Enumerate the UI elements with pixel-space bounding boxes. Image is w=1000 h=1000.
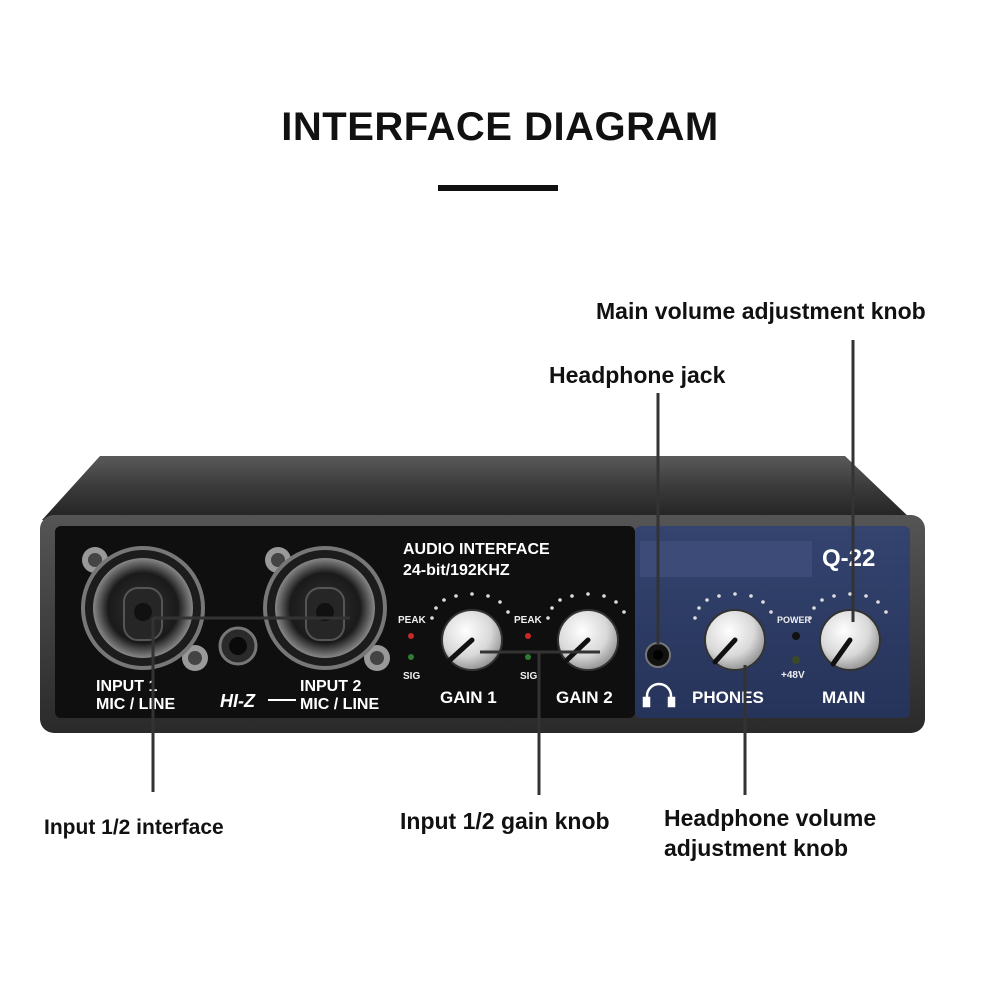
hi-z-jack (218, 626, 258, 666)
sig-led-1 (408, 654, 414, 660)
input-2-combo-jack (263, 546, 390, 671)
power-led (792, 632, 800, 640)
headphone-volume-callout-line2: adjustment knob (664, 835, 849, 861)
peak-led-1 (408, 633, 414, 639)
title-underline (438, 185, 558, 191)
input-1-label: INPUT 1 (96, 678, 157, 695)
sig-led-2 (525, 654, 531, 660)
headphones-icon (642, 682, 676, 708)
main-volume-callout: Main volume adjustment knob (596, 298, 926, 324)
phantom-label: +48V (781, 670, 805, 681)
sig-label-2: SIG (520, 671, 537, 682)
diagram-title: INTERFACE DIAGRAM (281, 105, 719, 149)
gain-knob-callout: Input 1/2 gain knob (400, 808, 610, 834)
sig-label-1: SIG (403, 671, 420, 682)
main-label: MAIN (822, 688, 865, 707)
spec-label: 24-bit/192KHZ (403, 562, 510, 579)
brand-logo-area (640, 541, 812, 577)
input-1-type-label: MIC / LINE (96, 696, 175, 713)
peak-led-2 (525, 633, 531, 639)
power-label: POWER (777, 615, 812, 625)
phantom-led (792, 656, 800, 664)
input-2-type-label: MIC / LINE (300, 696, 379, 713)
input-interface-callout-line (151, 616, 350, 792)
headphone-volume-callout-line1: Headphone volume (664, 805, 877, 831)
phones-label: PHONES (692, 688, 764, 707)
hi-z-label: HI-Z (220, 691, 256, 711)
peak-label-2: PEAK (514, 615, 543, 626)
input-2-label: INPUT 2 (300, 678, 361, 695)
device-top-lid (42, 456, 912, 520)
model-label: Q-22 (822, 545, 875, 572)
main-knob (819, 609, 881, 671)
input-1-combo-jack (81, 546, 208, 671)
gain-1-label: GAIN 1 (440, 688, 497, 707)
callout-lines (151, 340, 855, 795)
gain-2-label: GAIN 2 (556, 688, 613, 707)
knob-tick-marks (430, 592, 888, 620)
gain-knob-callout-line (480, 650, 600, 795)
headphone-jack-callout: Headphone jack (549, 362, 726, 388)
phones-knob (704, 609, 766, 671)
headphone-jack (645, 642, 671, 668)
audio-interface-label: AUDIO INTERFACE (403, 541, 550, 558)
gain-1-knob (441, 609, 503, 671)
peak-label-1: PEAK (398, 615, 427, 626)
gain-2-knob (557, 609, 619, 671)
input-interface-callout: Input 1/2 interface (44, 816, 224, 839)
